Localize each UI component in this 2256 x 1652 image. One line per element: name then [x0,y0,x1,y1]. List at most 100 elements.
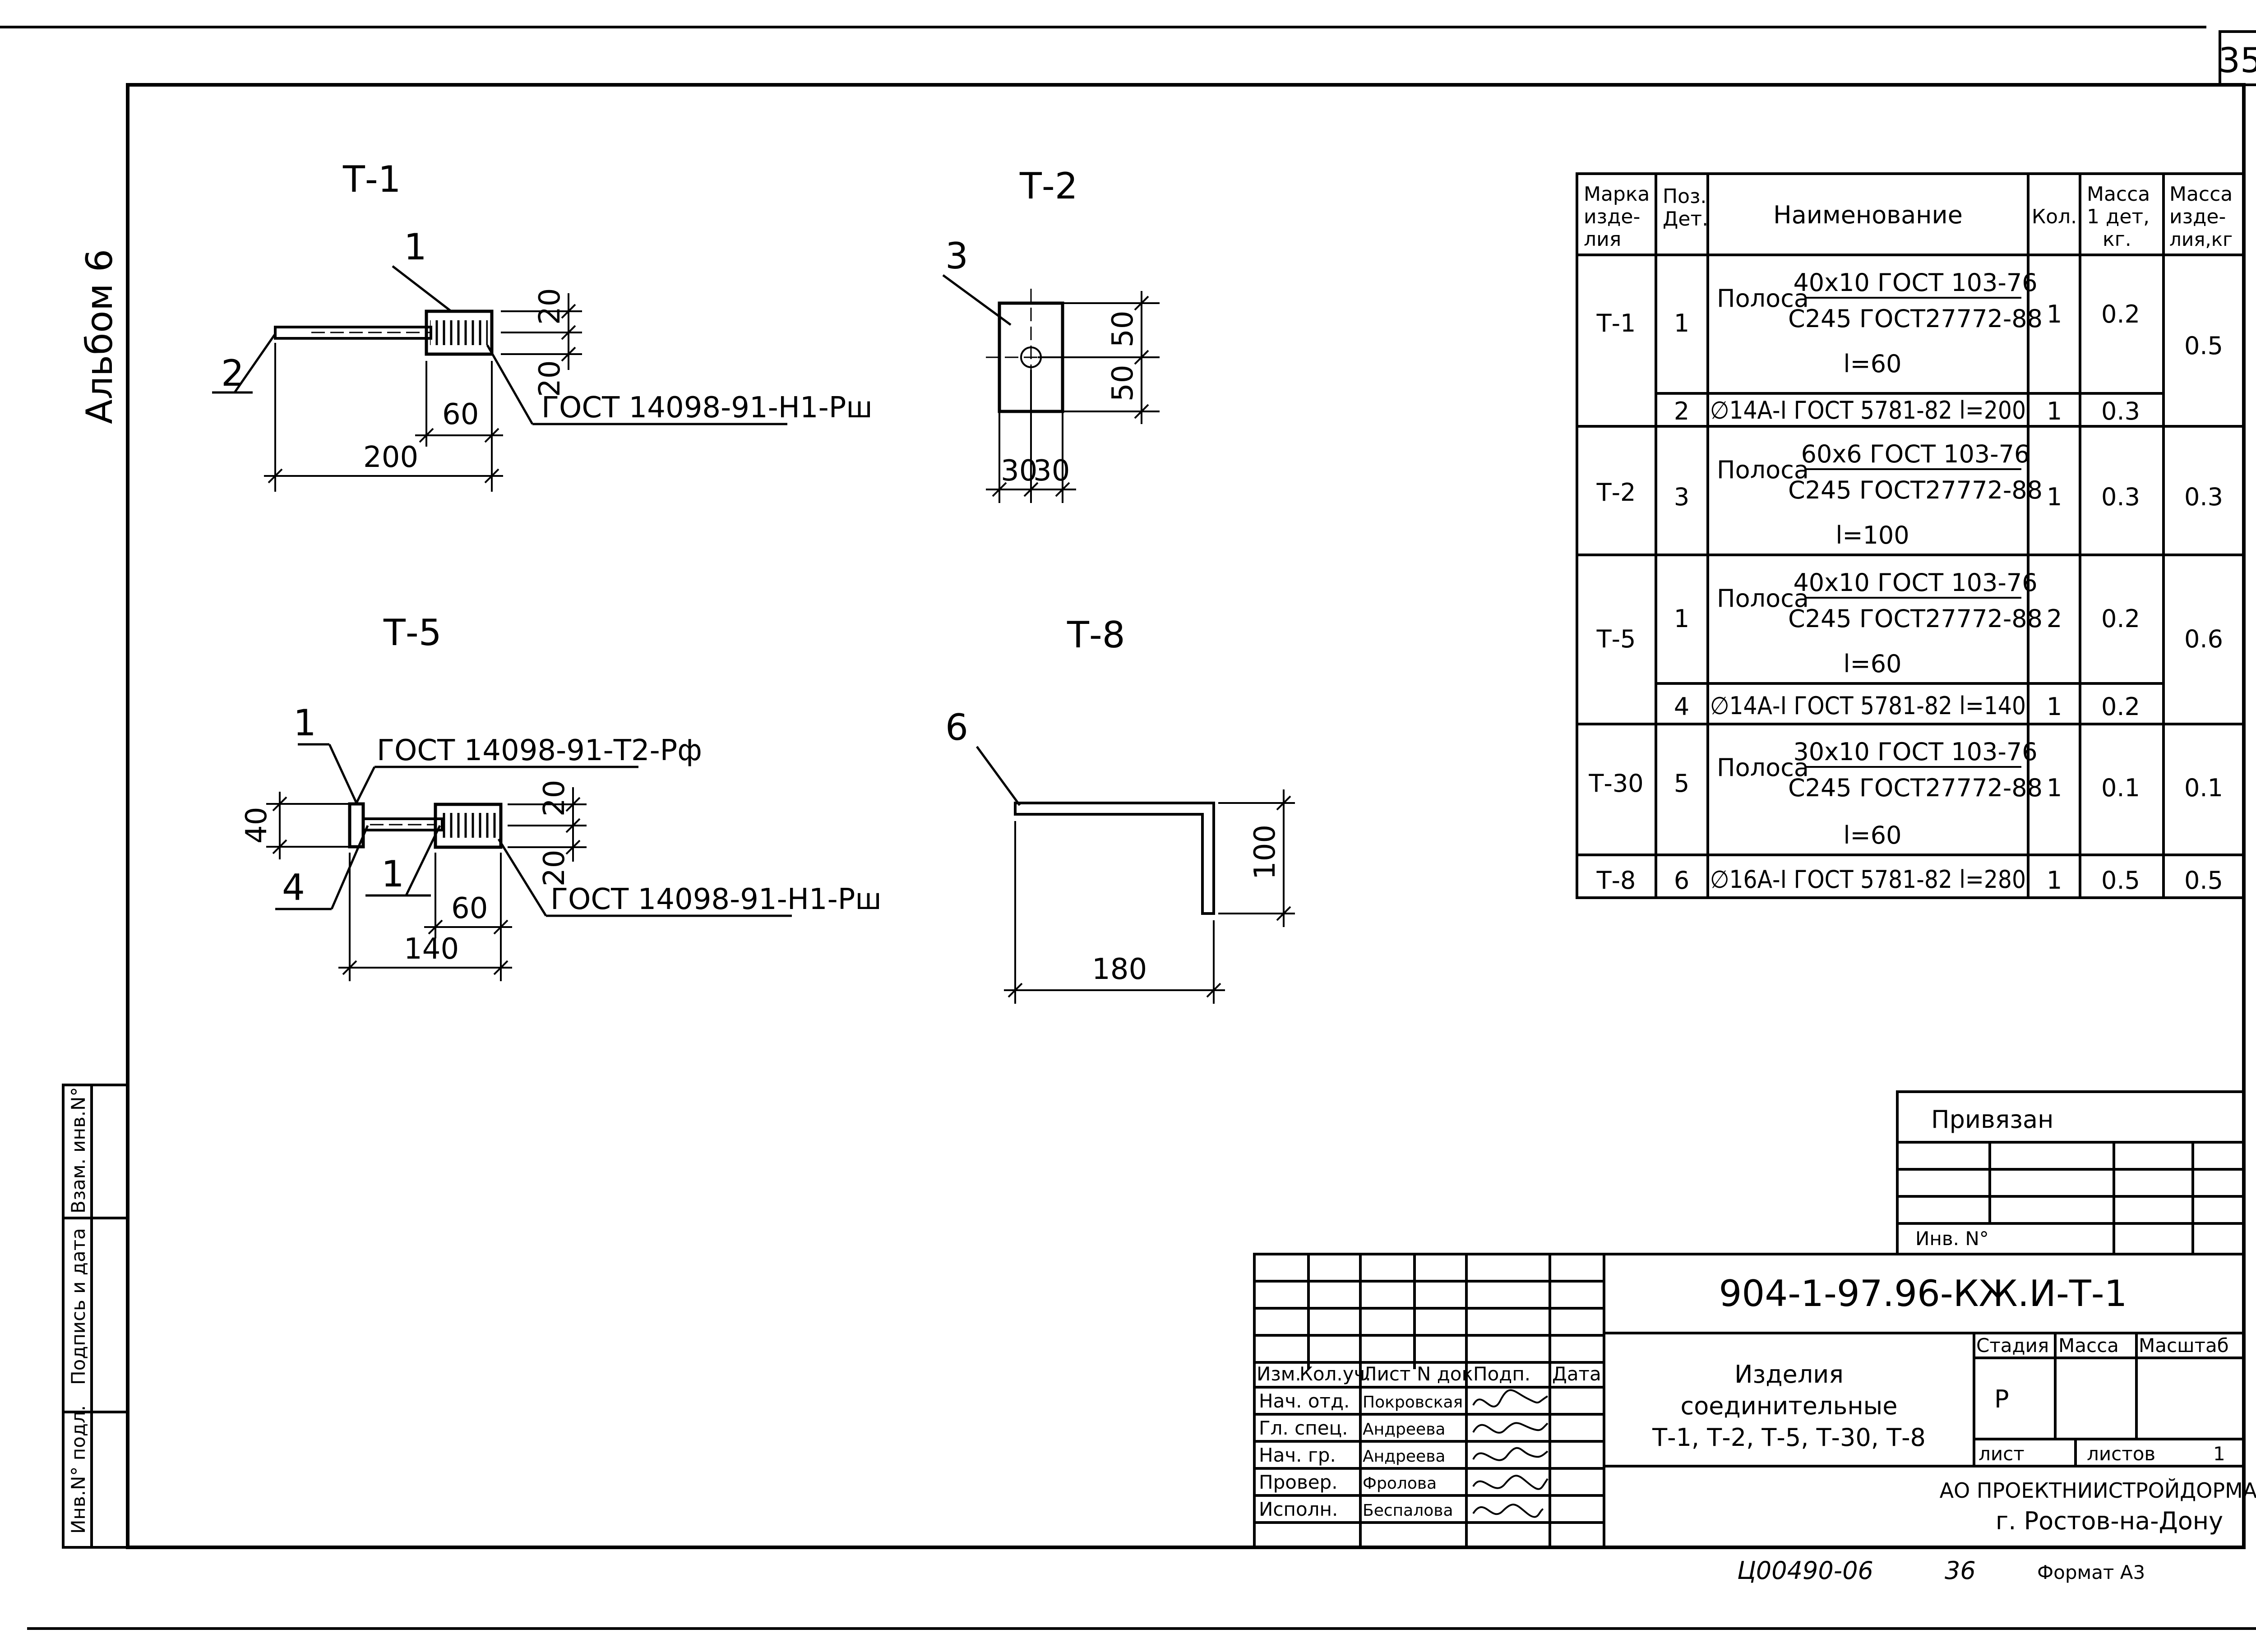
t5-dim-20b: 20 [538,850,571,886]
tb-name-3: Фролова [1363,1474,1437,1493]
row-t2-pre: Полоса [1717,456,1809,484]
row-t8-qty: 1 [2047,866,2062,895]
row-t1-pos2-m1: 0.3 [2101,397,2140,425]
hdr-qty: Кол. [2032,205,2077,228]
t2-dim-50a: 50 [1106,311,1140,347]
tb-product-3: Т-1, Т-2, Т-5, Т-30, Т-8 [1652,1423,1926,1452]
tb-col-podp: Подп. [1473,1363,1530,1385]
t1-dim-60: 60 [442,398,479,431]
tb-org: АО ПРОЕКТНИИСТРОЙДОРМАШ [1940,1478,2256,1503]
row-t30-pos: 5 [1674,769,1689,798]
t5-dim-140: 140 [404,932,459,966]
row-t2-m2: 0.3 [2184,483,2223,511]
tb-product-1: Изделия [1734,1360,1844,1389]
side-stamp-podpis: Подпись и дата [67,1228,89,1385]
row-t5-pos1: 1 [1674,605,1689,633]
tb-role-1: Гл. спец. [1259,1417,1348,1439]
t8-title: Т-8 [1067,614,1125,656]
tb-code: 904-1-97.96-КЖ.И-Т-1 [1719,1273,2127,1315]
album-label: Альбом 6 [79,249,120,424]
tb-name-1: Андреева [1363,1420,1445,1439]
row-t30-num: 30x10 ГОСТ 103-76 [1793,738,2037,766]
row-t5-len: l=60 [1844,650,1902,678]
hdr-mark-3: лия [1584,228,1621,251]
row-t5-pos4-name: ∅14А-Ⅰ ГОСТ 5781-82 l=140 [1710,692,2026,720]
title-block: Изм. Кол.уч. Лист N док Подп. Дата Нач. … [1253,1253,2256,1549]
tb-name-2: Андреева [1363,1447,1445,1466]
detail-t2: Т-2 3 50 50 30 30 [942,165,1160,503]
t8-dim-180: 180 [1092,953,1147,986]
row-t1-num: 40x10 ГОСТ 103-76 [1793,268,2037,297]
row-t5-pos4-qty: 1 [2047,692,2062,721]
row-t30-m2: 0.1 [2184,774,2223,802]
row-t30-pre: Полоса [1717,753,1809,782]
row-t1-m1: 0.2 [2101,300,2140,328]
tb-role-3: Провер. [1259,1471,1338,1493]
row-t2-m1: 0.3 [2101,483,2140,511]
footer-format: Формат А3 [2037,1561,2145,1583]
t1-gost: ГОСТ 14098-91-Н1-Рш [541,391,873,425]
t2-dim-30b: 30 [1033,454,1070,488]
t8-pos6: 6 [945,706,968,748]
row-t8-m1: 0.5 [2101,866,2140,895]
row-t1-mark: Т-1 [1596,309,1636,337]
hdr-mass1-3: кг. [2103,228,2131,251]
t5-gost-top: ГОСТ 14098-91-Т2-Рф [377,734,702,767]
hdr-mark-2: изде- [1584,205,1640,228]
detail-t8: Т-8 6 100 180 [945,614,1295,1004]
row-t1-qty: 1 [2047,300,2062,328]
privyazan-block: Привязан Инв. N° [1896,1090,2245,1255]
tb-role-4: Исполн. [1259,1498,1338,1520]
t5-title: Т-5 [383,612,442,654]
hdr-mass2-3: лия,кг [2169,228,2233,250]
t5-dim-60: 60 [451,892,488,925]
row-t2-pos: 3 [1674,483,1689,511]
footer-archive: Ц00490-06 [1737,1556,1873,1585]
hdr-mark-1: Марка [1584,183,1650,206]
row-t1-den: С245 ГОСТ27772-88 [1788,305,2043,333]
side-stamp: Взам. инв.N° Подпись и дата Инв.N° подл. [62,1084,129,1549]
side-stamp-vzam: Взам. инв.N° [67,1087,89,1214]
t1-pos1: 1 [404,226,427,268]
hdr-mass2-2: изде- [2169,205,2226,228]
hdr-mass2-1: Масса [2169,183,2233,206]
tb-stage-h: Стадия [1976,1334,2049,1357]
spec-table: Марка изде- лия Поз. Дет. Наименование К… [1576,172,2245,899]
row-t5-qty: 2 [2047,605,2062,633]
tb-product-2: соединительные [1681,1392,1898,1420]
row-t2-len: l=100 [1835,521,1909,549]
row-t2-num: 60x6 ГОСТ 103-76 [1801,440,2030,468]
detail-t5: Т-5 [240,612,882,981]
row-t5-num: 40x10 ГОСТ 103-76 [1793,568,2037,597]
row-t5-den: С245 ГОСТ27772-88 [1788,605,2043,633]
t5-pos4: 4 [282,867,305,909]
row-t30-mark: Т-30 [1588,769,1643,798]
tb-col-ndok: N док [1417,1363,1473,1385]
row-t2-qty: 1 [2047,483,2062,511]
page-border [0,26,2256,1630]
tb-sheet-label: лист [1979,1443,2025,1465]
t2-pos3: 3 [945,235,968,277]
hdr-name: Наименование [1773,201,1963,229]
t2-dim-50b: 50 [1106,365,1140,401]
row-t1-m2: 0.5 [2184,332,2223,360]
t1-dim-20a: 20 [533,288,567,325]
t1-title: Т-1 [342,158,401,200]
footer-num: 36 [1945,1556,1976,1585]
t1-pos2: 2 [221,352,244,394]
t2-dim-30a: 30 [1001,454,1037,488]
tb-col-kolych: Кол.уч. [1299,1363,1371,1385]
row-t1-pre: Полоса [1717,284,1809,313]
tb-name-0: Покровская [1363,1393,1463,1412]
tb-stage: Р [1994,1385,2009,1413]
row-t30-m1: 0.1 [2101,774,2140,802]
row-t5-pos4-m1: 0.2 [2101,692,2140,721]
tb-name-4: Беспалова [1363,1501,1453,1520]
row-t1-pos2-qty: 1 [2047,397,2062,425]
row-t5-pos4: 4 [1674,692,1689,721]
sheet-number: 35 [2219,40,2256,80]
tb-col-izm: Изм. [1257,1363,1301,1385]
hdr-pos-1: Поз. [1663,185,1706,208]
tb-mass-h: Масса [2058,1334,2119,1357]
